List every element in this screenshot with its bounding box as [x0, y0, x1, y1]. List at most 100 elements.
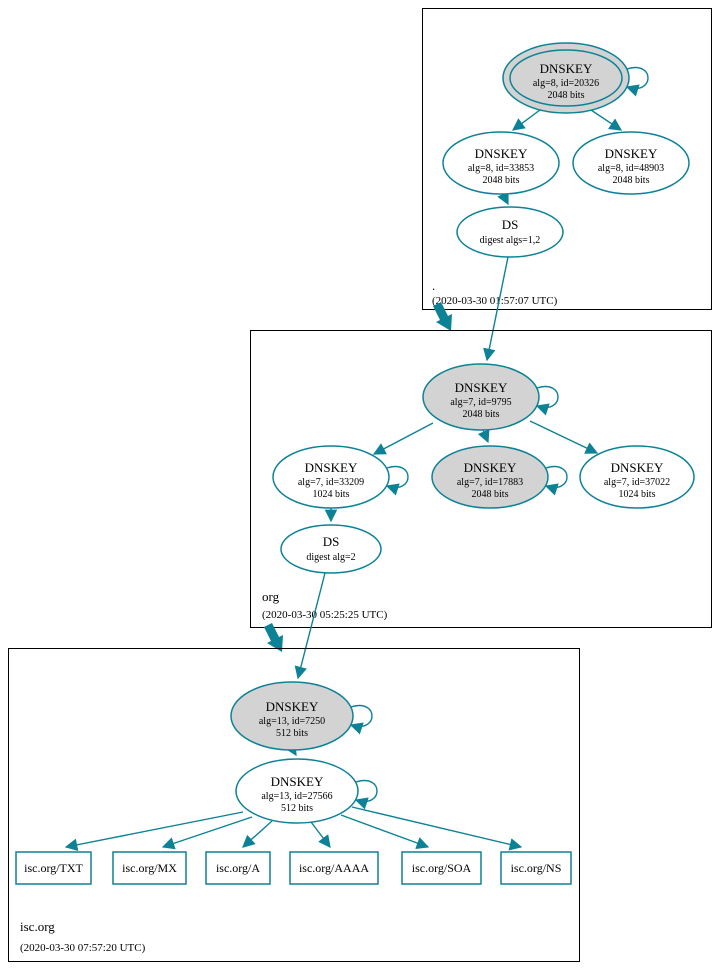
isc-rrset-mx-label: isc.org/MX: [122, 861, 177, 875]
org-ksk-to-zsk1-edge: [372, 422, 434, 455]
isc-rrset-txt-rect: [15, 851, 92, 885]
isc-zsk-to-soa-edge: [340, 814, 430, 849]
isc-zsk-detail: alg=13, id=27566: [261, 791, 332, 802]
root-zsk1-detail: alg=8, id=33853: [468, 163, 534, 174]
org-zsk2-bits: 1024 bits: [619, 489, 656, 500]
isc-rrset-a-rect: [205, 851, 271, 885]
org-ds-ellipse: [280, 524, 382, 574]
org-ksk-to-ksk2-edge: [477, 429, 490, 444]
isc-zsk-ellipse: [235, 758, 359, 824]
isc-zone-group: DNSKEY alg=13, id=7250 512 bits DNSKEY a…: [8, 648, 580, 962]
org-ds-title: DS: [323, 534, 340, 549]
org-ksk-title: DNSKEY: [455, 380, 508, 395]
root-ds-to-org-ksk-edge: [483, 256, 509, 362]
isc-zsk-bits: 512 bits: [281, 803, 313, 814]
isc-zsk-to-ns-edge: [351, 806, 523, 851]
root-ds-detail: digest algs=1,2: [480, 235, 541, 246]
root-zsk2-bits: 2048 bits: [613, 175, 650, 186]
isc-rrset-aaaa: isc.org/AAAA: [289, 851, 379, 885]
root-zsk1-ellipse: [442, 131, 560, 195]
isc-zsk-to-a-edge: [242, 820, 273, 848]
root-zsk2-ellipse: [572, 131, 690, 195]
org-zsk1-detail: alg=7, id=33209: [298, 477, 364, 488]
org-zsk1-ellipse: [272, 445, 390, 509]
org-zsk1-title: DNSKEY: [305, 460, 358, 475]
isc-rrset-soa: isc.org/SOA: [401, 851, 482, 885]
isc-ksk-node: DNSKEY alg=13, id=7250 512 bits: [230, 681, 354, 751]
root-ksk-to-zsk2-edge: [587, 107, 623, 131]
org-zone-timestamp: (2020-03-30 05:25:25 UTC): [262, 609, 388, 621]
org-ds-detail: digest alg=2: [306, 552, 355, 563]
isc-ksk-title: DNSKEY: [266, 699, 319, 714]
root-zsk1-node: DNSKEY alg=8, id=33853 2048 bits: [442, 131, 560, 195]
root-zsk1-bits: 2048 bits: [483, 175, 520, 186]
isc-zsk-self-loop-edge: [354, 779, 378, 810]
isc-zone-box: [8, 648, 580, 962]
org-zsk1-node: DNSKEY alg=7, id=33209 1024 bits: [272, 445, 390, 509]
root-ksk-bits: 2048 bits: [548, 90, 585, 101]
isc-rrset-soa-label: isc.org/SOA: [412, 861, 472, 875]
org-zone-label: org: [262, 589, 280, 604]
isc-zone-label: isc.org: [20, 919, 55, 934]
isc-zsk-node: DNSKEY alg=13, id=27566 512 bits: [235, 758, 359, 824]
isc-zone-timestamp: (2020-03-30 07:57:20 UTC): [20, 942, 146, 954]
isc-rrset-mx-rect: [112, 851, 187, 885]
org-zsk1-bits: 1024 bits: [313, 489, 350, 500]
isc-rrset-a-label: isc.org/A: [216, 861, 260, 875]
isc-rrset-txt: isc.org/TXT: [15, 851, 92, 885]
org-ksk2-detail: alg=7, id=17883: [457, 477, 523, 488]
org-ksk2-bits: 2048 bits: [472, 489, 509, 500]
org-to-isc-delegation-arrow: [264, 623, 283, 652]
isc-rrset-aaaa-rect: [289, 851, 379, 885]
org-ksk2-node: DNSKEY alg=7, id=17883 2048 bits: [431, 445, 549, 509]
root-ksk-self-loop-edge: [625, 66, 649, 97]
isc-ksk-self-loop-edge: [349, 704, 373, 735]
root-ksk-to-zsk1-edge: [511, 106, 545, 131]
root-zone-group: DNSKEY alg=8, id=20326 2048 bits DNSKEY …: [422, 8, 712, 310]
root-ksk-title: DNSKEY: [540, 61, 593, 76]
isc-zsk-to-aaaa-edge: [310, 821, 331, 849]
isc-ksk-detail: alg=13, id=7250: [259, 716, 325, 727]
org-zsk2-ellipse: [579, 445, 695, 509]
org-ksk-ellipse: [422, 363, 540, 431]
isc-rrset-a: isc.org/A: [205, 851, 271, 885]
org-zsk1-self-loop-edge: [385, 465, 409, 496]
isc-ksk-bits: 512 bits: [276, 728, 308, 739]
isc-ksk-to-zsk-edge: [284, 742, 297, 757]
org-ksk2-title: DNSKEY: [464, 460, 517, 475]
org-zsk2-detail: alg=7, id=37022: [604, 477, 670, 488]
org-zone-group: DNSKEY alg=7, id=9795 2048 bits DNSKEY a…: [250, 330, 712, 628]
root-ds-node: DS digest algs=1,2: [456, 206, 564, 258]
root-zone-label: .: [432, 278, 435, 293]
isc-rrset-ns: isc.org/NS: [500, 851, 572, 885]
root-ksk-ellipse-outer: [502, 42, 630, 114]
isc-rrset-ns-label: isc.org/NS: [511, 861, 562, 875]
root-zsk1-to-ds-edge: [497, 191, 509, 206]
org-ksk-node: DNSKEY alg=7, id=9795 2048 bits: [422, 363, 540, 431]
root-zsk1-title: DNSKEY: [475, 146, 528, 161]
org-ksk2-self-loop-edge: [544, 465, 568, 496]
org-zsk2-title: DNSKEY: [611, 460, 664, 475]
org-ds-to-isc-ksk-edge: [294, 572, 326, 680]
root-zsk2-title: DNSKEY: [605, 146, 658, 161]
org-zsk2-node: DNSKEY alg=7, id=37022 1024 bits: [579, 445, 695, 509]
root-to-org-delegation-arrow: [433, 302, 452, 331]
isc-ksk-ellipse: [230, 681, 354, 751]
root-zone-box: [422, 8, 712, 310]
isc-rrset-ns-rect: [500, 851, 572, 885]
root-zsk2-detail: alg=8, id=48903: [598, 163, 664, 174]
isc-rrset-mx: isc.org/MX: [112, 851, 187, 885]
org-ksk-self-loop-edge: [535, 385, 559, 416]
root-ksk-ellipse-inner: [509, 49, 623, 107]
org-ksk-to-zsk2-edge: [529, 420, 599, 454]
isc-rrset-txt-label: isc.org/TXT: [24, 861, 83, 875]
org-ds-node: DS digest alg=2: [280, 524, 382, 574]
isc-zsk-to-mx-edge: [161, 816, 253, 850]
root-ksk-node: DNSKEY alg=8, id=20326 2048 bits: [502, 42, 630, 114]
root-ds-ellipse: [456, 206, 564, 258]
isc-zsk-to-txt-edge: [64, 811, 244, 851]
org-zone-box: [250, 330, 712, 628]
root-ksk-detail: alg=8, id=20326: [533, 78, 599, 89]
